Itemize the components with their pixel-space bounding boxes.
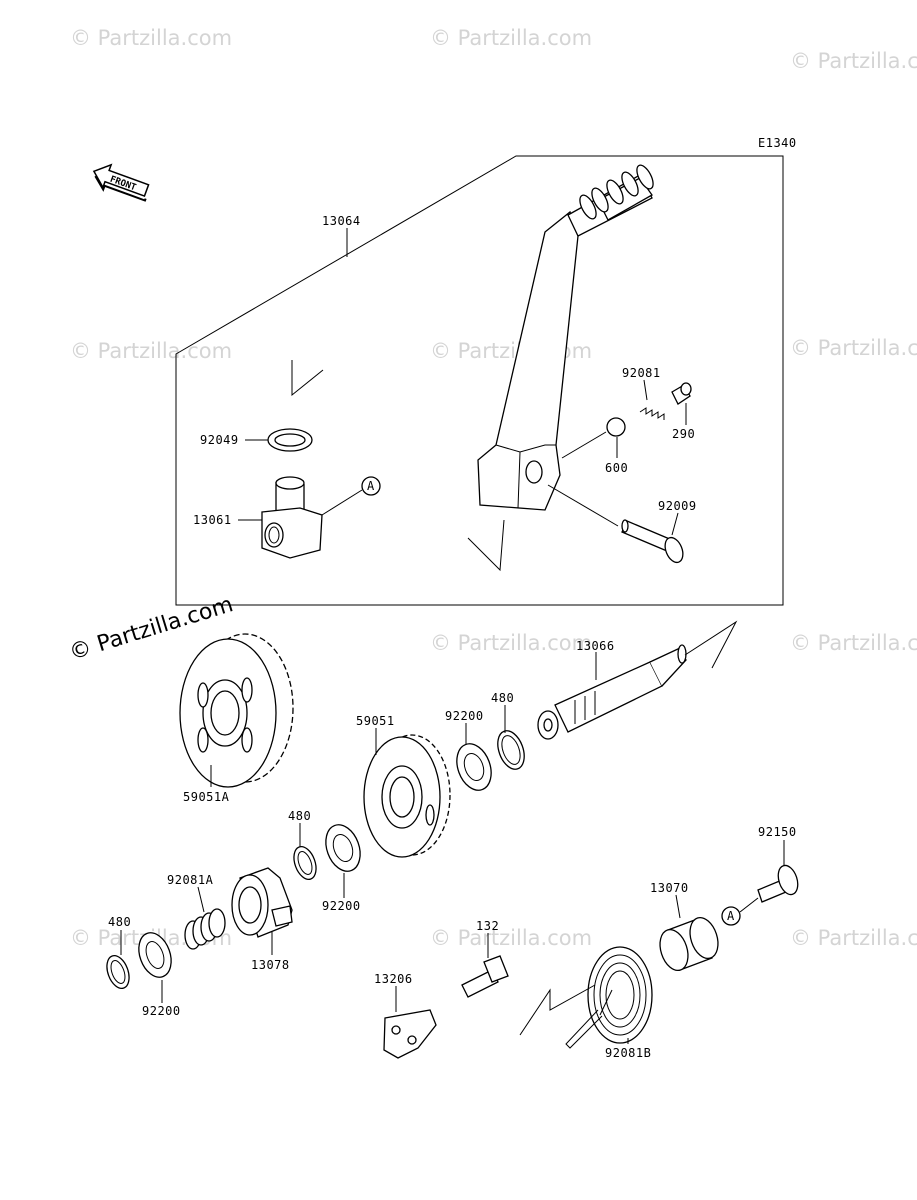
leader-line — [561, 431, 607, 459]
leader-line — [671, 512, 679, 536]
kick-pedal-arm — [477, 164, 654, 511]
watermark: © Partzilla.com — [790, 49, 917, 73]
ratchet-13078 — [231, 867, 293, 938]
leader-line — [739, 897, 759, 913]
leader-line — [321, 489, 363, 516]
collar-13070 — [659, 916, 719, 972]
circlip-mid — [293, 846, 317, 880]
leader-line — [643, 379, 648, 401]
watermark: © Partzilla.com — [70, 339, 232, 363]
part-label: 13066 — [576, 639, 615, 653]
spring-top — [639, 407, 665, 420]
bolt-92150 — [757, 864, 799, 903]
leader-line — [519, 984, 596, 1036]
watermark-group: © Partzilla.com © Partzilla.com © Partzi… — [70, 26, 917, 950]
circlip-bottom — [106, 955, 130, 989]
leader-line — [675, 894, 681, 919]
part-label: 92150 — [758, 825, 797, 839]
part-label: 92081B — [605, 1046, 651, 1060]
part-label: 92049 — [200, 433, 239, 447]
pin-290 — [671, 382, 692, 405]
ball-icon — [606, 417, 626, 437]
part-label: 13078 — [251, 958, 290, 972]
assembly-outline — [175, 155, 784, 606]
bolt-92009 — [621, 519, 684, 564]
bolt-132 — [461, 955, 509, 998]
circlip-top — [497, 730, 525, 770]
leader-line — [547, 484, 619, 527]
watermark: © Partzilla.com — [790, 926, 917, 950]
plate-13206 — [383, 1009, 437, 1059]
gear-59051a — [179, 633, 294, 788]
part-label: 480 — [108, 915, 131, 929]
part-label: 92081 — [622, 366, 661, 380]
part-label: 132 — [476, 919, 499, 933]
callout-a-circle — [721, 906, 741, 926]
oil-seal — [267, 428, 313, 452]
watermark: © Partzilla.com — [430, 631, 592, 655]
part-label: 600 — [605, 461, 628, 475]
leader-line — [467, 519, 505, 572]
spring-92081a — [184, 908, 226, 950]
part-label: 92009 — [658, 499, 697, 513]
washer-top — [456, 743, 492, 791]
part-label: 13064 — [322, 214, 361, 228]
washer-bottom — [138, 932, 172, 978]
watermark: © Partzilla.com — [790, 631, 917, 655]
diagram-code: E1340 — [758, 136, 797, 150]
watermark: © Partzilla.com — [430, 339, 592, 363]
part-label: 480 — [288, 809, 311, 823]
watermark: © Partzilla.com — [790, 336, 917, 360]
part-label: 59051A — [183, 790, 230, 804]
part-label: 13070 — [650, 881, 689, 895]
callout-a: A — [367, 479, 375, 493]
leader-line — [197, 886, 205, 913]
front-arrow-icon: FRONT — [92, 163, 150, 202]
part-label: 92200 — [142, 1004, 181, 1018]
gear-59051 — [363, 734, 451, 858]
part-label: 290 — [672, 427, 695, 441]
spring-92081b — [565, 946, 653, 1049]
watermark: © Partzilla.com — [430, 26, 592, 50]
watermark: © Partzilla.com — [430, 926, 592, 950]
part-label: 92081A — [167, 873, 214, 887]
part-label: 59051 — [356, 714, 395, 728]
kick-shaft — [537, 644, 687, 740]
watermark: © Partzilla.com — [70, 26, 232, 50]
part-label: 13061 — [193, 513, 232, 527]
part-label: 92200 — [322, 899, 361, 913]
callout-a-circle — [361, 476, 381, 496]
leader-line — [291, 360, 324, 397]
part-label: 92200 — [445, 709, 484, 723]
leader-line — [684, 620, 738, 669]
washer-mid — [325, 824, 361, 872]
kick-pedal-shaft — [261, 476, 323, 559]
callout-a: A — [727, 909, 735, 923]
part-label: 480 — [491, 691, 514, 705]
part-label: 13206 — [374, 972, 413, 986]
